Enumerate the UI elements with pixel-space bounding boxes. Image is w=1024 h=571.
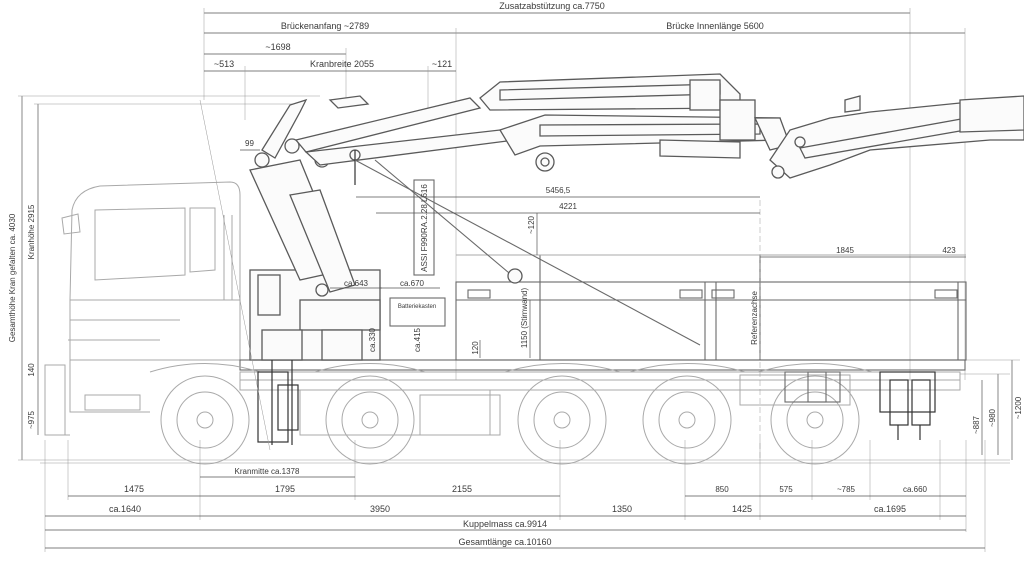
dim-4221: 4221: [559, 202, 577, 211]
dim-643: ca.643: [344, 279, 369, 288]
dim-785: ~785: [837, 485, 856, 494]
crane-base: [249, 269, 381, 445]
crane-inner-boom: [261, 95, 517, 185]
dim-left-mid: 140: [27, 363, 36, 377]
crane-outer-boom: [479, 73, 791, 172]
dim-overall-outreach: Zusatzabstützung ca.7750: [499, 1, 605, 11]
crane-model-plate: [413, 179, 435, 276]
dim-1845: 1845: [836, 246, 854, 255]
bottom-dimension-lines: [44, 440, 986, 552]
dim-120-low: 120: [471, 341, 480, 355]
dim-1150-front-wall: 1150 (Stirnwand): [520, 288, 529, 349]
dim-575: 575: [779, 485, 793, 494]
dim-crane-height: Kranhöhe 2915: [27, 204, 36, 259]
crane-model-label: ASSI F990RA.2.28 L616: [420, 184, 429, 272]
battery-box-label: Batteriekasten: [398, 304, 436, 310]
dim-rear-offset: ~121: [432, 59, 452, 69]
dim-crane-height-folded: Gesamthöhe Kran gefalten ca. 4030: [8, 213, 17, 342]
dim-330: ca.330: [368, 327, 377, 352]
dim-crane-center: Kranmitte ca.1378: [235, 467, 300, 476]
dim-1695: ca.1695: [874, 504, 906, 514]
dim-right-887: ~887: [972, 415, 981, 434]
dim-coupling: Kuppelmass ca.9914: [463, 519, 547, 529]
left-dimension-lines: [18, 95, 1010, 461]
dim-left-bottom: ~975: [27, 410, 36, 429]
dim-right-980: ~980: [988, 408, 997, 427]
dim-body-start: Brückenanfang ~2789: [281, 21, 369, 31]
reference-axis-label: Referenzachse: [750, 291, 759, 345]
battery-box: [389, 297, 446, 327]
dim-120-top: ~120: [527, 215, 536, 234]
rear-stabilizer: [784, 371, 936, 440]
dim-total-length: Gesamtlänge ca.10160: [458, 537, 551, 547]
crane-column: [249, 138, 356, 297]
dim-99: 99: [245, 139, 254, 148]
wheel-axle-4: [642, 375, 732, 465]
dim-crane-offset: ~1698: [265, 42, 290, 52]
dim-423: 423: [942, 246, 956, 255]
dim-crane-width: Kranbreite 2055: [310, 59, 374, 69]
dim-415: ca.415: [413, 327, 422, 352]
dim-1350: 1350: [612, 504, 632, 514]
dim-inner-length: Brücke Innenlänge 5600: [666, 21, 764, 31]
dim-right-1200: ~1200: [1014, 396, 1023, 419]
dim-660: ca.660: [903, 485, 928, 494]
dim-1640: ca.1640: [109, 504, 141, 514]
chassis-frame: [239, 359, 966, 436]
wheel-axle-3: [517, 375, 607, 465]
right-dimension-lines: [960, 359, 1020, 460]
wheel-axle-5: [770, 375, 860, 465]
crane-jib: [769, 95, 1024, 179]
wheel-axle-1: [160, 375, 250, 465]
dim-front-offset: ~513: [214, 59, 234, 69]
dim-670: ca.670: [400, 279, 425, 288]
wheel-arches: [149, 363, 873, 373]
dim-2155: 2155: [452, 484, 472, 494]
wheel-axle-2: [325, 375, 415, 465]
dim-3950: 3950: [370, 504, 390, 514]
dim-1795: 1795: [275, 484, 295, 494]
diagonal-support-lines: [199, 99, 701, 451]
truck-cab: [44, 181, 241, 436]
dim-1425: 1425: [732, 504, 752, 514]
loading-platform: [455, 254, 967, 361]
inner-dimension-lines: [240, 149, 966, 358]
dim-5456: 5456,5: [546, 186, 571, 195]
dim-850: 850: [715, 485, 729, 494]
dim-1475: 1475: [124, 484, 144, 494]
